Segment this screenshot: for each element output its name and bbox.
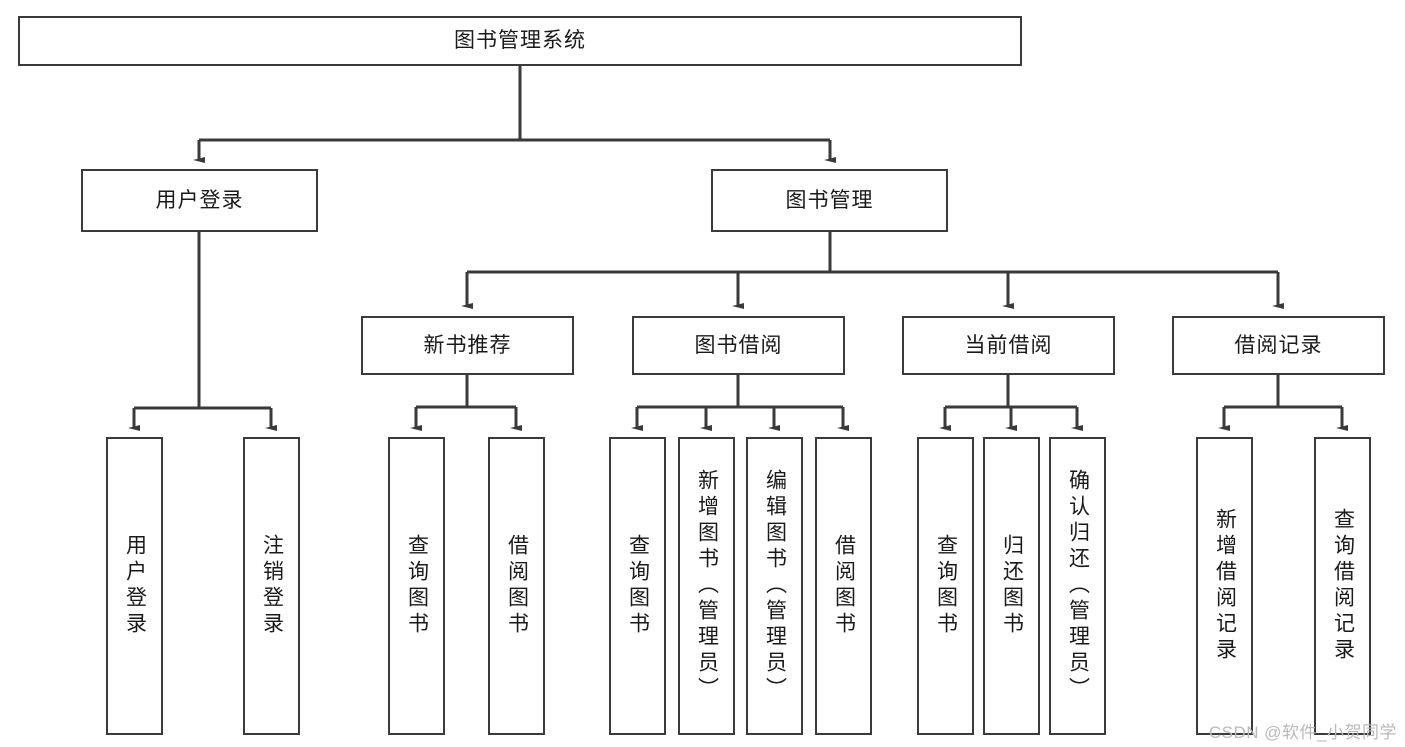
node-label: 借阅图书	[505, 534, 529, 638]
node-new-book-recommend[interactable]: 新书推荐	[361, 316, 574, 375]
node-label: 图书管理系统	[454, 29, 586, 53]
node-label: 编辑图书（管理员）	[763, 469, 787, 703]
node-label: 图书管理	[785, 188, 874, 212]
node-leaf-user-logout[interactable]: 注销登录	[243, 437, 300, 735]
node-label: 查询图书	[405, 534, 429, 638]
node-label: 图书借阅	[694, 333, 783, 357]
node-leaf-query-borrow-record[interactable]: 查询借阅记录	[1314, 437, 1371, 735]
node-leaf-edit-book[interactable]: 编辑图书（管理员）	[746, 437, 803, 735]
node-book-management[interactable]: 图书管理	[711, 169, 948, 232]
node-leaf-query-book-recommend[interactable]: 查询图书	[388, 437, 445, 735]
node-label: 查询图书	[934, 534, 958, 638]
node-label: 归还图书	[1000, 534, 1024, 638]
node-leaf-query-book-borrow[interactable]: 查询图书	[609, 437, 666, 735]
node-leaf-borrow-book[interactable]: 借阅图书	[815, 437, 872, 735]
node-label: 新增借阅记录	[1213, 508, 1237, 664]
node-leaf-query-book-current[interactable]: 查询图书	[917, 437, 974, 735]
node-leaf-return-book[interactable]: 归还图书	[983, 437, 1040, 735]
node-label: 借阅记录	[1234, 333, 1323, 357]
node-label: 新增图书（管理员）	[695, 469, 719, 703]
node-leaf-add-book[interactable]: 新增图书（管理员）	[678, 437, 735, 735]
node-label: 用户登录	[123, 534, 147, 638]
node-user-login[interactable]: 用户登录	[81, 169, 318, 232]
node-label: 查询借阅记录	[1331, 508, 1355, 664]
node-borrow-record[interactable]: 借阅记录	[1172, 316, 1385, 375]
node-label: 新书推荐	[423, 333, 512, 357]
node-label: 当前借阅	[964, 333, 1053, 357]
csdn-watermark: CSDN @软件_小贺同学	[1208, 723, 1397, 742]
node-label: 注销登录	[260, 534, 284, 638]
node-leaf-borrow-book-recommend[interactable]: 借阅图书	[488, 437, 545, 735]
node-book-management-system[interactable]: 图书管理系统	[18, 16, 1022, 66]
node-label: 借阅图书	[832, 534, 856, 638]
node-label: 查询图书	[626, 534, 650, 638]
node-book-borrow[interactable]: 图书借阅	[632, 316, 845, 375]
node-current-borrow[interactable]: 当前借阅	[902, 316, 1115, 375]
node-leaf-add-borrow-record[interactable]: 新增借阅记录	[1196, 437, 1253, 735]
node-leaf-confirm-return[interactable]: 确认归还（管理员）	[1049, 437, 1106, 735]
node-label: 确认归还（管理员）	[1066, 469, 1090, 703]
node-label: 用户登录	[155, 188, 244, 212]
node-leaf-user-login[interactable]: 用户登录	[106, 437, 163, 735]
